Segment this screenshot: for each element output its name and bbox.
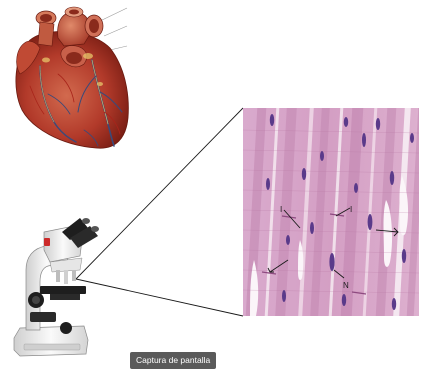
label-nucleus: N xyxy=(343,281,349,290)
microscope-base xyxy=(14,326,88,356)
microscope-illustration xyxy=(14,218,99,356)
heart-illustration xyxy=(16,7,128,148)
label-intercalated-disc-top: I xyxy=(280,205,282,214)
microscope-stage xyxy=(40,286,86,294)
micrograph-image: I I N xyxy=(243,104,422,320)
screenshot-tooltip: Captura de pantalla xyxy=(130,352,216,369)
label-intercalated-disc-right: I xyxy=(350,205,352,214)
objective-lenses xyxy=(50,258,82,284)
